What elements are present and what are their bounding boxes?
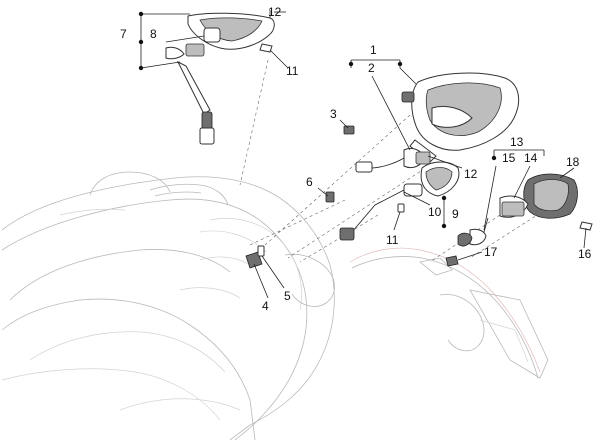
callout-12-top: 12: [268, 5, 282, 19]
callout-7: 7: [120, 27, 127, 41]
rear-indicator-assembly: [325, 161, 460, 241]
callout-2: 2: [368, 61, 375, 75]
callout-10: 10: [428, 205, 442, 219]
front-indicator-assembly: [165, 10, 275, 145]
callout-5: 5: [284, 289, 291, 303]
callout-15: 15: [502, 151, 516, 165]
callout-9: 9: [452, 207, 459, 221]
callout-8: 8: [150, 27, 157, 41]
callout-6: 6: [306, 175, 313, 189]
callout-11-top: 11: [286, 64, 299, 78]
tail-light-assembly: [401, 72, 520, 163]
callout-11-middle: 11: [386, 233, 399, 247]
callout-17: 17: [484, 245, 498, 259]
side-fastener: [245, 245, 265, 269]
callout-18: 18: [566, 155, 580, 169]
scooter-body-outline: [1, 171, 335, 440]
callout-14: 14: [524, 151, 538, 165]
callout-1: 1: [370, 43, 377, 57]
tail-bulb-holder: [343, 125, 431, 173]
callout-brackets: [138, 11, 587, 299]
rear-fender-outline: [349, 247, 549, 379]
callout-13: 13: [510, 135, 524, 149]
callout-12-middle: 12: [464, 167, 478, 181]
callout-4: 4: [262, 299, 269, 313]
license-plate-light-assembly: [445, 173, 593, 267]
callout-16: 16: [578, 247, 592, 261]
callout-3: 3: [330, 107, 337, 121]
